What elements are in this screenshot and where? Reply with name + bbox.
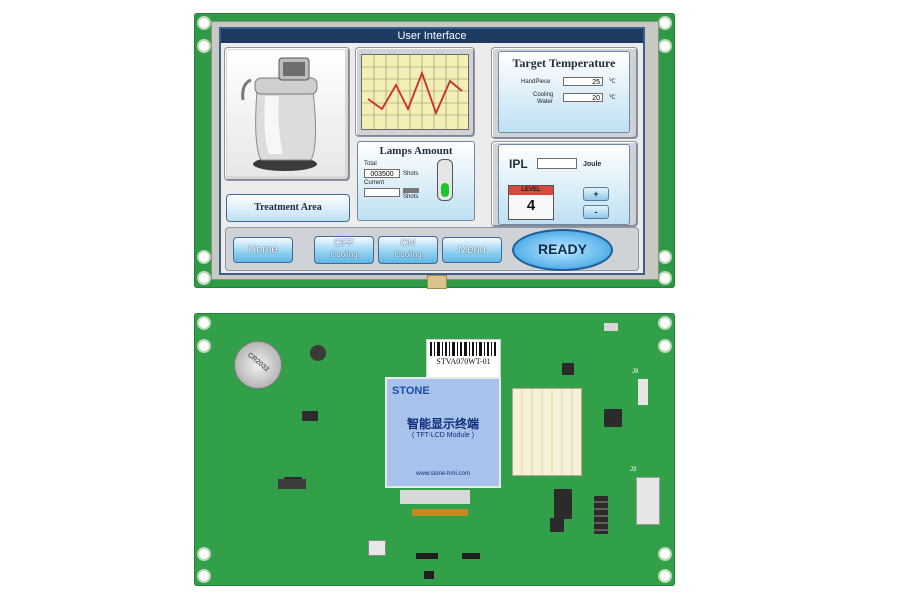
resistor-array — [594, 496, 608, 534]
mount-hole — [199, 273, 209, 283]
module-chinese-title: 智能显示终端 — [406, 417, 479, 431]
machine-image — [227, 50, 345, 176]
screen-title: User Interface — [221, 29, 643, 43]
lamp-level-fill — [441, 183, 449, 197]
ready-button[interactable]: READY — [512, 229, 613, 271]
mount-hole — [660, 341, 670, 351]
ipl-unit: Joule — [583, 161, 602, 168]
module-brand: STONE — [392, 385, 430, 397]
off-cooling-label: Cooling — [330, 250, 358, 259]
ic-chip — [278, 479, 306, 489]
ic-chip — [604, 409, 622, 427]
mount-hole — [660, 18, 670, 28]
total-unit: Shots — [403, 171, 419, 177]
current-unit: Shots — [403, 194, 419, 200]
ipl-label: IPL — [509, 157, 528, 171]
cooling-label: Cooling — [533, 92, 554, 98]
menu-button[interactable]: Menu — [442, 237, 502, 263]
lamps-amount-title: Lamps Amount — [379, 145, 453, 157]
lcd-screen: User Interface — [219, 27, 645, 275]
header-pins — [462, 553, 480, 559]
mount-hole — [199, 571, 209, 581]
level-minus-button[interactable]: - — [583, 205, 609, 219]
mount-hole — [199, 252, 209, 262]
level-plus-button[interactable]: + — [583, 187, 609, 201]
connector-j9 — [638, 379, 648, 405]
ipl-panel: IPL Joule LEVEL 4 + - — [498, 144, 630, 225]
current-indicator — [403, 188, 419, 193]
on-label: ON — [400, 238, 416, 249]
line-graph — [361, 54, 469, 130]
lamp-level-gauge — [437, 159, 453, 201]
handpiece-label: HandPiece — [521, 79, 551, 85]
handpiece-field[interactable]: 25 — [563, 77, 603, 86]
back-pcb-board: CR2032 STVA070WT-01 STONE 智能显示终端 ( TFT-L… — [194, 313, 675, 586]
target-temp-title: Target Temperature — [512, 56, 616, 70]
barcode — [430, 342, 496, 356]
handpiece-unit: ℃ — [609, 79, 616, 85]
mount-hole — [199, 549, 209, 559]
header-pins — [424, 571, 434, 579]
ic-chip — [550, 518, 564, 532]
fpc-connector — [400, 490, 470, 504]
ipl-energy-field[interactable] — [537, 158, 577, 169]
pad — [604, 323, 618, 331]
module-subtitle: ( TFT-LCD Module ) — [411, 432, 475, 439]
coin-battery: CR2032 — [234, 341, 282, 389]
water-label: Water — [537, 99, 553, 105]
level-label: LEVEL — [509, 186, 553, 195]
on-cooling-label: Cooling — [394, 250, 422, 259]
fpc-strip — [412, 509, 468, 516]
flex-ribbon-cable — [512, 388, 582, 476]
header-pins — [416, 553, 438, 559]
treatment-area-button[interactable]: Treatment Area — [226, 194, 350, 222]
mount-hole — [660, 273, 670, 283]
module-website: www.stone-hmi.com — [416, 471, 470, 477]
off-cooling-button[interactable]: OFF Cooling — [314, 236, 374, 264]
home-button[interactable]: Home — [233, 237, 293, 263]
mount-hole — [660, 549, 670, 559]
flex-connector — [427, 275, 447, 289]
cooling-unit: ℃ — [609, 95, 616, 101]
j3-label: J3 — [630, 467, 637, 473]
level-display: LEVEL 4 — [508, 185, 554, 220]
mount-hole — [199, 341, 209, 351]
on-cooling-button[interactable]: ON Cooling — [378, 236, 438, 264]
mount-hole — [199, 41, 209, 51]
target-temp-panel: Target Temperature HandPiece 25 ℃ Coolin… — [498, 51, 630, 133]
sticker-model-text: STVA070WT-01 — [436, 357, 491, 366]
current-label: Current — [364, 180, 385, 186]
level-value: 4 — [526, 197, 536, 214]
current-shots-field — [364, 188, 400, 197]
ic-chip — [554, 489, 572, 519]
lamps-amount-panel: Lamps Amount Total 003500 Shots Current … — [357, 141, 475, 221]
mount-hole — [660, 571, 670, 581]
mount-hole — [660, 41, 670, 51]
inductor — [310, 345, 326, 361]
ic-chip — [302, 411, 318, 421]
mount-hole — [199, 18, 209, 28]
mount-hole — [199, 318, 209, 328]
mount-hole — [660, 318, 670, 328]
barcode-sticker: STVA070WT-01 — [426, 339, 501, 379]
machine-image-panel — [224, 47, 350, 181]
j9-label: J9 — [632, 369, 639, 375]
total-label: Total — [364, 161, 377, 167]
connector-j3 — [636, 477, 660, 525]
battery-text: CR2032 — [245, 351, 271, 374]
small-connector — [368, 540, 386, 556]
mount-hole — [660, 252, 670, 262]
graph-panel — [355, 47, 475, 137]
front-pcb-board: User Interface — [194, 13, 675, 289]
off-label: OFF — [334, 238, 354, 249]
module-label-card: STONE 智能显示终端 ( TFT-LCD Module ) www.ston… — [385, 377, 501, 488]
total-shots-field: 003500 — [364, 169, 400, 178]
ic-chip — [562, 363, 574, 375]
cooling-water-field[interactable]: 20 — [563, 93, 603, 102]
